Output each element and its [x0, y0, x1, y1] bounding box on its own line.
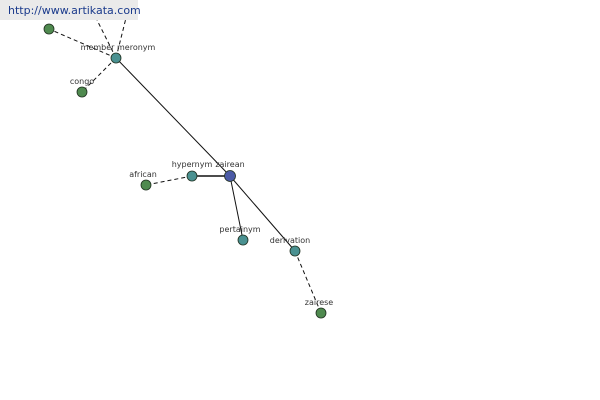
node-circle-hypernym[interactable]: [186, 170, 198, 182]
node-top_word[interactable]: [43, 23, 55, 35]
node-zairean[interactable]: zairean: [215, 160, 245, 182]
node-circle-zairean[interactable]: [224, 170, 236, 182]
node-derivation[interactable]: derivation: [270, 236, 310, 257]
node-label-african: african: [129, 170, 157, 179]
node-label-derivation: derivation: [270, 236, 310, 245]
node-label-zairese: zairese: [305, 298, 334, 307]
edge-offscreen-1: [96, 19, 117, 59]
edges-layer: [48, 28, 322, 314]
edge-hypernym-african: [145, 175, 193, 186]
watermark-banner: http://www.artikata.com: [0, 0, 141, 20]
edge-derivation-zairese: [294, 250, 322, 314]
edge-zairean-member_meronym: [115, 57, 231, 177]
node-pertainym[interactable]: pertainym: [219, 225, 261, 246]
node-label-zairean: zairean: [215, 160, 244, 169]
node-member_meronym[interactable]: member meronym: [81, 43, 156, 64]
node-hypernym[interactable]: hypernym: [172, 160, 213, 182]
edge-zairean-pertainym: [229, 175, 244, 241]
node-circle-pertainym[interactable]: [237, 234, 249, 246]
node-label-pertainym: pertainym: [219, 225, 260, 234]
node-label-member_meronym: member meronym: [81, 43, 156, 52]
node-circle-top_word[interactable]: [43, 23, 55, 35]
node-circle-derivation[interactable]: [289, 245, 301, 257]
node-label-hypernym: hypernym: [172, 160, 213, 169]
edge-zairean-derivation: [229, 175, 296, 252]
node-circle-member_meronym[interactable]: [110, 52, 122, 64]
node-zairese[interactable]: zairese: [305, 298, 334, 319]
node-circle-zairese[interactable]: [315, 307, 327, 319]
node-circle-african[interactable]: [140, 179, 152, 191]
node-circle-congo[interactable]: [76, 86, 88, 98]
offscreen-edges: [96, 17, 127, 59]
node-african[interactable]: african: [129, 170, 157, 191]
node-congo[interactable]: congo: [70, 77, 94, 98]
edge-member_meronym-top_word: [48, 28, 117, 59]
watermark-text[interactable]: http://www.artikata.com: [8, 4, 141, 17]
edge-member_meronym-congo: [81, 57, 117, 93]
node-label-congo: congo: [70, 77, 94, 86]
edge-offscreen-2: [115, 17, 127, 59]
